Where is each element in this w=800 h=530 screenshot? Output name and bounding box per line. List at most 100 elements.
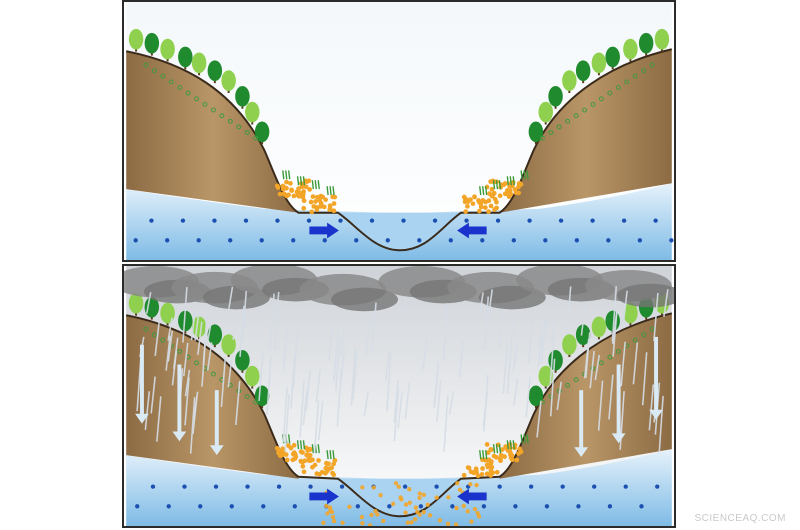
sediment-particle — [475, 511, 480, 516]
tree-icon — [221, 70, 236, 91]
understory — [143, 62, 655, 141]
groundwater-dot — [576, 504, 581, 509]
sediment-particle — [487, 191, 492, 196]
groundwater-dots — [135, 484, 660, 509]
rain-streak — [365, 319, 371, 356]
sediment-particle — [393, 481, 399, 486]
rain-streak — [363, 391, 369, 417]
tree-icon — [528, 121, 544, 143]
left-hillslope — [126, 51, 299, 213]
groundwater-dot — [213, 484, 219, 489]
tree-icon — [207, 60, 223, 82]
groundwater-dot — [669, 238, 674, 243]
shrub — [219, 113, 225, 119]
groundwater-dot — [495, 218, 501, 223]
rain-streak — [333, 329, 339, 382]
rain-streak — [583, 338, 590, 379]
rain-streak — [269, 293, 275, 350]
sediment-particle — [284, 457, 290, 463]
grass-blade — [523, 170, 526, 180]
rain-streak — [512, 343, 518, 373]
sediment-particle — [434, 495, 439, 500]
groundwater-dot — [481, 504, 487, 509]
sediment-particle — [485, 450, 491, 456]
sediment-particle — [403, 510, 408, 515]
sediment-particle — [497, 193, 503, 199]
rain-streak — [184, 377, 190, 426]
shrub — [151, 332, 157, 338]
rain-streak — [537, 335, 543, 366]
shrub — [615, 85, 621, 90]
shrub — [632, 73, 638, 79]
sediment-particle — [466, 465, 472, 471]
rain-streak — [156, 396, 162, 442]
sediment-particle — [407, 487, 412, 492]
shrub — [573, 377, 579, 383]
sediment-particle — [518, 182, 524, 187]
sediment-particle — [329, 509, 335, 515]
rain-streak — [393, 388, 400, 442]
grass-blade — [314, 180, 317, 190]
flow-arrow-icon — [309, 222, 339, 239]
rain-streak — [525, 376, 531, 418]
infiltration-arrow-icon — [172, 364, 187, 442]
groundwater-dot — [621, 218, 627, 223]
shrub — [185, 90, 191, 96]
sediment-particle — [494, 469, 500, 475]
rain-streak — [433, 361, 440, 405]
rain-streak — [538, 321, 544, 348]
shrub — [236, 124, 242, 130]
sediment-particle — [274, 445, 280, 451]
rain-streak — [502, 342, 509, 394]
sediment-particle — [360, 485, 365, 490]
sediment-particle — [484, 462, 490, 468]
rain-streak — [299, 381, 305, 438]
groundwater-dot — [228, 238, 233, 243]
sediment-particle — [486, 209, 491, 214]
tree-icon — [235, 350, 250, 371]
groundwater-dot — [637, 238, 643, 243]
cloud-icon — [478, 285, 546, 310]
sediment-particle — [482, 205, 488, 210]
shrub — [598, 360, 604, 366]
sediment-particle — [502, 191, 508, 197]
shrub — [160, 73, 166, 79]
rain-streak — [632, 342, 639, 385]
trees — [128, 28, 670, 145]
rain-streak — [206, 342, 213, 371]
groundwater-dot — [544, 504, 550, 509]
sediment-particle — [300, 450, 305, 455]
river-water — [337, 212, 462, 251]
sediment-particle — [516, 451, 521, 456]
sediment-particle — [291, 450, 297, 456]
sediment-particle — [484, 442, 490, 447]
sediment-particle — [324, 503, 329, 509]
infiltration-arrow-icon — [209, 390, 224, 456]
sediment-particle — [308, 199, 314, 205]
groundwater-dot — [339, 484, 345, 489]
sediment-particle — [421, 492, 427, 497]
grass-blade — [332, 186, 335, 196]
tree-icon — [562, 334, 577, 355]
sediment-particle — [327, 203, 333, 209]
grass-blade — [506, 176, 509, 186]
sediment-particle — [303, 184, 309, 190]
sediment-particle — [297, 190, 303, 196]
rain-streak — [483, 296, 490, 350]
groundwater-dot — [182, 484, 187, 489]
shrub — [607, 354, 613, 360]
tree-icon — [128, 292, 144, 314]
shrub — [590, 101, 596, 107]
sediment-particle — [323, 197, 328, 203]
sediment-particle — [307, 446, 313, 452]
grass-blade — [482, 450, 485, 460]
rain-streak — [302, 388, 308, 426]
rain-streak — [611, 312, 618, 344]
tree-icon — [528, 385, 544, 407]
rain-streak — [315, 369, 322, 403]
shrub — [194, 96, 200, 102]
rain-streak — [436, 380, 442, 422]
sediment-particle — [391, 501, 396, 507]
understory — [143, 326, 655, 405]
rain-streak — [565, 286, 572, 334]
